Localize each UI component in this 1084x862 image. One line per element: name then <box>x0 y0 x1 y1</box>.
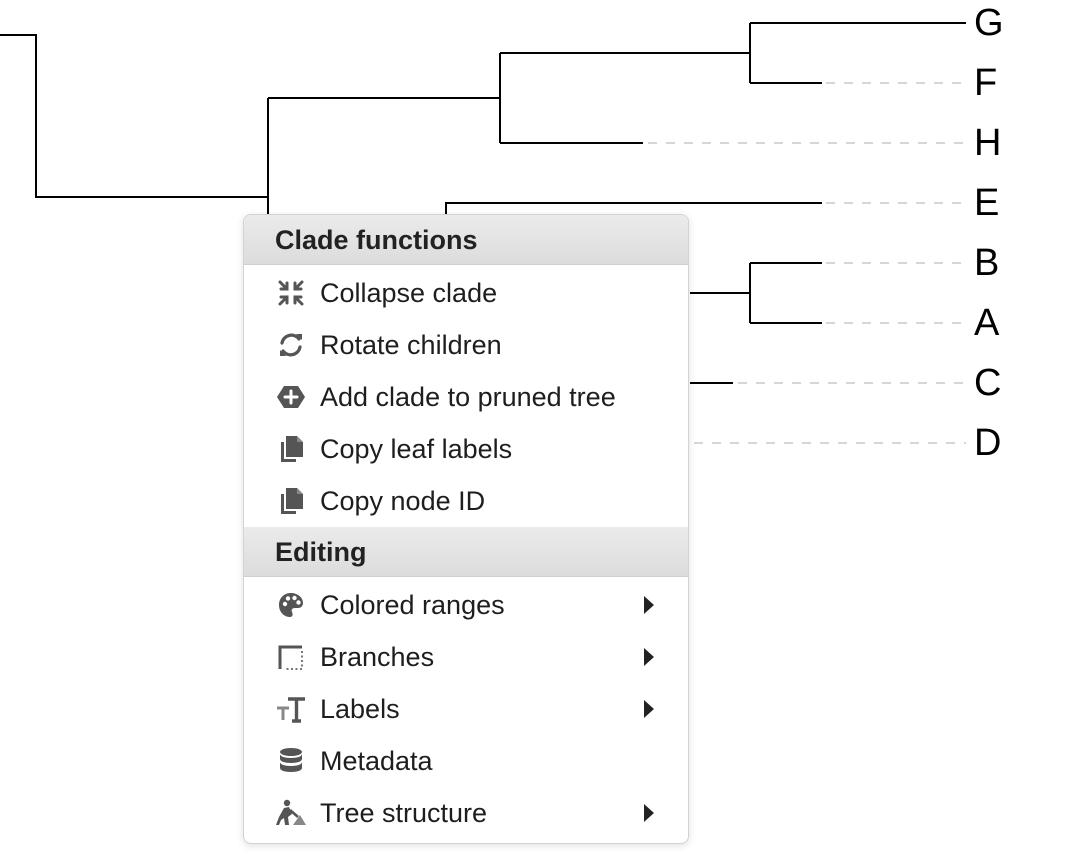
branch-root[interactable] <box>0 34 268 198</box>
menu-item-collapse-clade[interactable]: Collapse clade <box>244 267 688 319</box>
leaf-label-e[interactable]: E <box>974 182 1000 224</box>
menu-item-copy-node-id[interactable]: Copy node ID <box>244 475 688 527</box>
branches-icon <box>274 640 308 674</box>
menu-item-label: Metadata <box>320 745 433 776</box>
menu-item-add-clade-to-pruned-tree[interactable]: Add clade to pruned tree <box>244 371 688 423</box>
editing-list: Colored ranges Branches Labels <box>244 577 688 839</box>
menu-item-copy-leaf-labels[interactable]: Copy leaf labels <box>244 423 688 475</box>
leaf-label-d[interactable]: D <box>974 422 1002 464</box>
context-menu: Clade functions Collapse clade <box>243 214 689 844</box>
menu-item-colored-ranges[interactable]: Colored ranges <box>244 579 688 631</box>
leaf-label-b[interactable]: B <box>974 242 1000 284</box>
menu-item-label: Copy node ID <box>320 485 486 516</box>
copy-icon <box>274 484 308 518</box>
menu-item-label: Tree structure <box>320 797 488 828</box>
submenu-arrow-icon <box>644 596 654 614</box>
menu-item-label: Colored ranges <box>320 589 505 620</box>
menu-item-rotate-children[interactable]: Rotate children <box>244 319 688 371</box>
rotate-icon <box>274 328 308 362</box>
leaf-label-g[interactable]: G <box>974 2 1004 44</box>
submenu-arrow-icon <box>644 804 654 822</box>
leaf-label-c[interactable]: C <box>974 362 1002 404</box>
submenu-arrow-icon <box>644 700 654 718</box>
leaf-label-h[interactable]: H <box>974 122 1002 164</box>
leaf-guides <box>648 82 966 444</box>
section-header-clade-functions: Clade functions <box>244 215 688 265</box>
menu-item-label: Labels <box>320 693 400 724</box>
branch-leaf-e[interactable] <box>445 202 822 214</box>
menu-item-label: Copy leaf labels <box>320 433 513 464</box>
person-digging-icon <box>274 796 308 830</box>
menu-item-labels[interactable]: Labels <box>244 683 688 735</box>
tree-branches <box>0 22 966 384</box>
menu-item-branches[interactable]: Branches <box>244 631 688 683</box>
text-size-icon <box>274 692 308 726</box>
menu-item-metadata[interactable]: Metadata <box>244 735 688 787</box>
palette-icon <box>274 588 308 622</box>
add-hexagon-icon <box>274 380 308 414</box>
collapse-icon <box>274 276 308 310</box>
leaf-label-f[interactable]: F <box>974 62 998 104</box>
section-header-editing: Editing <box>244 527 688 577</box>
submenu-arrow-icon <box>644 648 654 666</box>
menu-item-label: Branches <box>320 641 435 672</box>
database-icon <box>274 744 308 778</box>
clade-functions-list: Collapse clade Rotate children Ad <box>244 265 688 527</box>
menu-item-label: Collapse clade <box>320 277 498 308</box>
menu-item-label: Rotate children <box>320 329 502 360</box>
menu-item-tree-structure[interactable]: Tree structure <box>244 787 688 839</box>
menu-item-label: Add clade to pruned tree <box>320 381 616 412</box>
leaf-label-a[interactable]: A <box>974 302 1000 344</box>
copy-icon <box>274 432 308 466</box>
